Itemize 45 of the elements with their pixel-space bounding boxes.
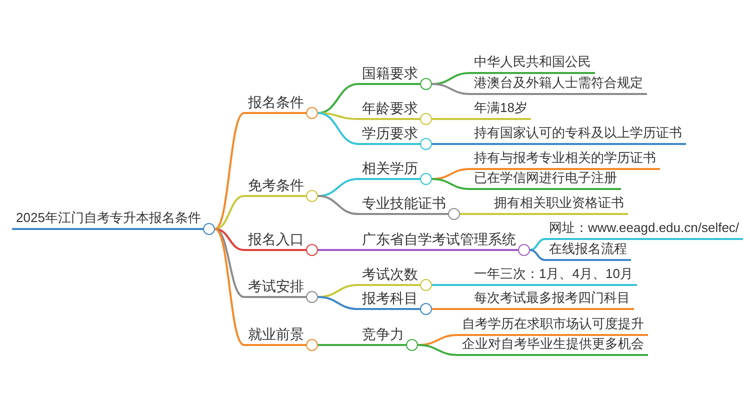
topic-label: 报考科目 (358, 289, 432, 315)
topic-label: 年龄要求 (358, 99, 432, 125)
branch-line (214, 112, 245, 230)
topic-label: 广东省自学考试管理系统 (358, 230, 530, 256)
topic-label: 拥有相关职业资格证书 (490, 194, 628, 220)
branch-line (432, 178, 470, 190)
topic-label: 考试安排 (244, 277, 318, 303)
branch-line (460, 213, 490, 215)
topic-label: 学历要求 (358, 124, 432, 150)
branch-line (530, 249, 546, 261)
topic-label: 已在学信网进行电子注册 (470, 169, 621, 195)
topic-label: 相关学历 (358, 159, 432, 185)
topic-label: 在线报名流程 (545, 240, 631, 266)
topic-label: 竞争力 (358, 325, 418, 351)
topic-label: 考试次数 (358, 265, 432, 291)
branch-line (214, 195, 244, 230)
topic-label: 免考条件 (244, 176, 318, 202)
topic-label: 企业对自考毕业生提供更多机会 (458, 335, 648, 361)
branch-line (418, 344, 458, 356)
branch-line (432, 118, 470, 120)
branch-line (432, 308, 470, 310)
branch-line (318, 112, 358, 120)
topic-label: 港澳台及外籍人士需符合规定 (470, 74, 647, 100)
branch-line (214, 228, 244, 251)
topic-label: 报名入口 (244, 230, 318, 256)
branch-line (318, 344, 358, 346)
topic-label: 年满18岁 (470, 99, 532, 125)
branch-line (530, 238, 546, 251)
branch-line (318, 195, 358, 215)
topic-label: 2025年江门自考专升本报名条件 (12, 209, 215, 235)
topic-label: 就业前景 (244, 325, 318, 351)
branch-line (214, 228, 244, 298)
topic-label: 持有国家认可的专科及以上学历证书 (470, 124, 686, 150)
branch-line (318, 249, 358, 251)
topic-label: 一年三次：1月、4月、10月 (470, 265, 637, 291)
topic-label: 报名条件 (244, 93, 318, 119)
topic-label: 每次考试最多报考四门科目 (470, 289, 634, 315)
topic-label: 国籍要求 (358, 64, 432, 90)
branch-line (432, 284, 470, 286)
branch-line (432, 83, 470, 95)
branch-line (214, 228, 245, 346)
topic-label: 专业技能证书 (358, 194, 460, 220)
branch-line (318, 112, 358, 145)
branch-line (432, 143, 470, 145)
branch-line (318, 296, 358, 310)
